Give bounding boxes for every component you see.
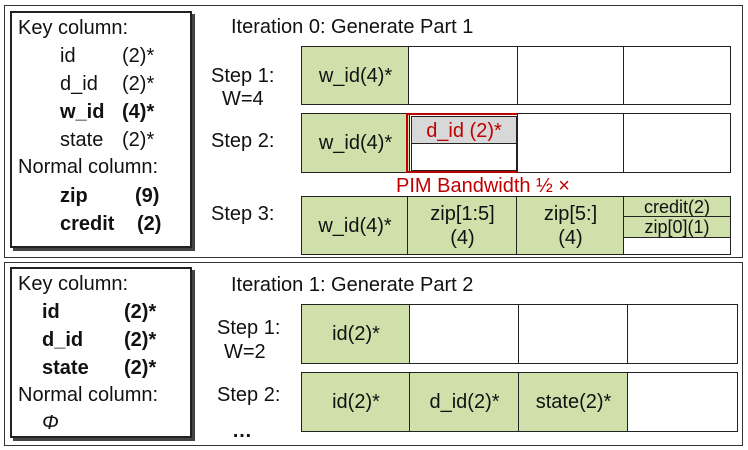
iteration-0-panel <box>4 5 743 258</box>
iter0-step2-empty-cell <box>623 113 731 173</box>
zip-5-end-label: zip[5:] <box>543 202 598 225</box>
iteration-1-legend: Key column: id (2)* d_id (2)* state (2)*… <box>10 267 192 438</box>
zip-5-end-size: (4) <box>558 226 583 249</box>
key-d-id-name: d_id <box>60 73 98 95</box>
phi-symbol: Φ <box>42 412 59 434</box>
iter0-step3-zip5-cell: zip[5:] (4) <box>516 196 625 255</box>
normal-credit-name: credit <box>60 213 115 235</box>
iter1-step2-id-cell: id(2)* <box>301 372 411 432</box>
key-column-header: Key column: <box>18 17 129 39</box>
key-state-size: (2)* <box>124 357 157 379</box>
key-d-id-size: (2)* <box>124 329 157 351</box>
iter1-step1-empty-cell <box>627 304 738 364</box>
key-state-name: state <box>42 357 89 379</box>
normal-credit-size: (2) <box>137 213 162 235</box>
more-steps-ellipsis: … <box>232 420 252 442</box>
iter0-step3-zip15-cell: zip[1:5] (4) <box>407 196 518 255</box>
zip0-subcell: zip[0](1) <box>623 216 731 238</box>
pim-bandwidth-annotation: PIM Bandwidth ½ × <box>396 175 570 197</box>
iteration-1-panel <box>4 262 743 446</box>
key-d-id-size: (2)* <box>122 73 155 95</box>
key-state-size: (2)* <box>122 129 155 151</box>
iter0-step2-empty-half <box>411 143 517 171</box>
iter1-step2-empty-cell <box>627 372 738 432</box>
key-state-name: state <box>60 129 104 151</box>
iter0-step1-empty-cell <box>517 46 625 105</box>
iter0-step2-label: Step 2: <box>211 130 275 152</box>
normal-column-header: Normal column: <box>18 384 159 406</box>
iter0-step1-label: Step 1: <box>211 65 275 87</box>
key-id-name: id <box>60 45 76 67</box>
credit-subcell: credit(2) <box>623 196 731 218</box>
key-column-header: Key column: <box>18 273 129 295</box>
key-id-name: id <box>42 301 60 323</box>
iter0-step1-empty-cell <box>623 46 731 105</box>
iter1-step2-label: Step 2: <box>217 384 281 406</box>
iter0-step2-wid-cell: w_id(4)* <box>301 113 410 173</box>
iter0-step1-wid-cell: w_id(4)* <box>301 46 410 105</box>
normal-zip-name: zip <box>60 185 88 207</box>
iter0-step2-did-cell: d_id (2)* <box>411 116 517 145</box>
iteration-1-title: Iteration 1: Generate Part 2 <box>231 274 474 296</box>
key-w-id-size: (4)* <box>122 101 155 123</box>
iter0-step1-width: W=4 <box>222 88 264 110</box>
iter1-step2-state-cell: state(2)* <box>518 372 629 432</box>
iter0-step3-label: Step 3: <box>211 203 275 225</box>
zip-1-5-label: zip[1:5] <box>430 202 495 225</box>
key-id-size: (2)* <box>124 301 157 323</box>
normal-zip-size: (9) <box>135 185 160 207</box>
iter0-step3-wid-cell: w_id(4)* <box>301 196 409 255</box>
iter1-step1-label: Step 1: <box>217 317 281 339</box>
key-w-id-name: w_id <box>60 101 105 123</box>
iteration-0-legend: Key column: id (2)* d_id (2)* w_id (4)* … <box>10 11 192 248</box>
iter1-step1-width: W=2 <box>224 341 266 363</box>
iter0-step1-empty-cell <box>408 46 519 105</box>
iter1-step2-did-cell: d_id(2)* <box>409 372 520 432</box>
iter1-step1-empty-cell <box>409 304 520 364</box>
zip-1-5-size: (4) <box>450 226 475 249</box>
iteration-0-title: Iteration 0: Generate Part 1 <box>231 16 474 38</box>
key-id-size: (2)* <box>122 45 155 67</box>
iter1-step1-id-cell: id(2)* <box>301 304 411 364</box>
iter1-step1-empty-cell <box>518 304 629 364</box>
key-d-id-name: d_id <box>42 329 84 351</box>
iter0-step2-empty-cell <box>517 113 625 173</box>
normal-column-header: Normal column: <box>18 156 159 178</box>
